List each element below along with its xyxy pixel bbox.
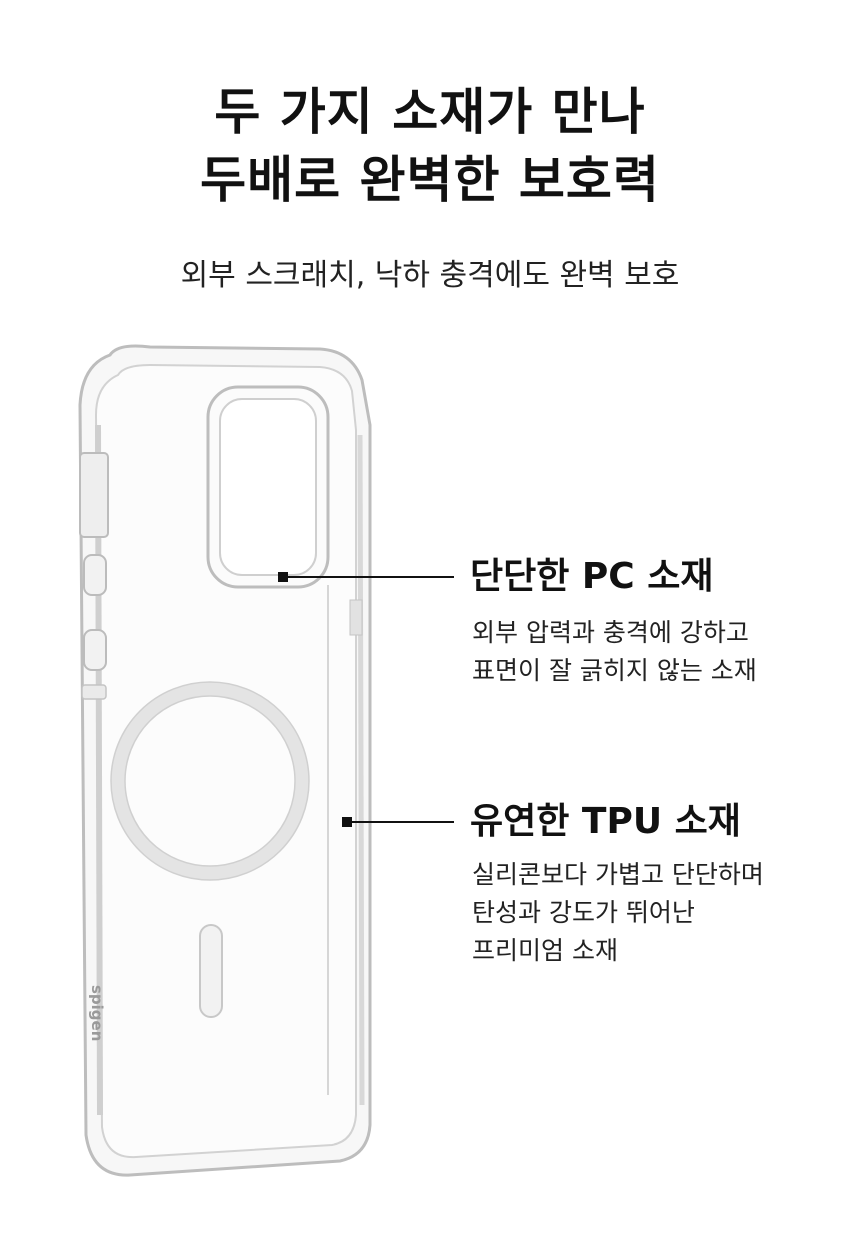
tpu-feature-title: 유연한 TPU 소재: [470, 801, 741, 842]
tpu-callout-line: [350, 821, 454, 823]
tpu-feature-description: 실리콘보다 가볍고 단단하며 탄성과 강도가 뛰어난 프리미엄 소재: [472, 856, 764, 970]
tpu-callout-dot: [342, 817, 352, 827]
pc-feature-desc-line: 외부 압력과 충격에 강하고: [472, 618, 749, 647]
brand-logo-text: spigen: [88, 985, 106, 1041]
tpu-feature-desc-line: 탄성과 강도가 뛰어난: [472, 898, 695, 927]
pc-feature-description: 외부 압력과 충격에 강하고 표면이 잘 긁히지 않는 소재: [472, 614, 757, 690]
subtitle: 외부 스크래치, 낙하 충격에도 완벽 보호: [180, 258, 680, 293]
headline-line-2: 두배로 완벽한 보호력: [200, 151, 660, 209]
pc-feature-title: 단단한 PC 소재: [470, 556, 714, 597]
camera-cutout: [206, 385, 330, 589]
pc-feature-desc-line: 표면이 잘 긁히지 않는 소재: [472, 656, 757, 685]
side-buttons: [79, 452, 109, 700]
tpu-feature-desc-line: 실리콘보다 가볍고 단단하며: [472, 860, 764, 889]
magsafe-alignment-slot: [199, 924, 223, 1018]
pc-callout-dot: [278, 572, 288, 582]
pc-callout-line: [286, 576, 454, 578]
headline: 두 가지 소재가 만나 두배로 완벽한 보호력: [0, 78, 860, 214]
tpu-feature-desc-line: 프리미엄 소재: [472, 936, 618, 965]
magsafe-ring: [110, 681, 310, 881]
rail-mark: [349, 599, 363, 636]
clear-phone-case-image: spigen: [78, 344, 372, 1177]
headline-line-1: 두 가지 소재가 만나: [214, 83, 646, 141]
